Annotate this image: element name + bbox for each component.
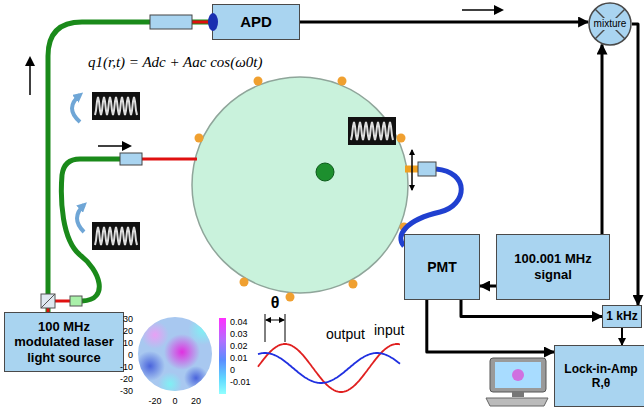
curved-arrow bbox=[72, 95, 80, 122]
node-text: APD bbox=[240, 13, 272, 31]
direction-arrow bbox=[29, 58, 31, 95]
output-wave bbox=[258, 353, 400, 383]
axis-tick: 10 bbox=[123, 339, 133, 348]
signal-wire bbox=[300, 21, 588, 24]
axis-tick: -10 bbox=[120, 363, 133, 372]
node-text: 100 MHz modulated laser light source bbox=[5, 319, 123, 366]
frequency-box: 1 kHz bbox=[602, 305, 642, 328]
waveform-inset bbox=[92, 222, 140, 250]
curved-arrow bbox=[77, 205, 84, 232]
axis-tick: 20 bbox=[123, 327, 133, 336]
phase-marker bbox=[265, 314, 266, 342]
axis-tick: 0 bbox=[172, 397, 177, 406]
laser-beam bbox=[55, 300, 70, 303]
signal-wire bbox=[632, 24, 638, 305]
fiber-coupler bbox=[120, 153, 142, 165]
node-text: 1 kHz bbox=[606, 309, 637, 323]
direction-arrow bbox=[98, 145, 130, 147]
mixer-circle: mixture bbox=[588, 2, 632, 46]
beam-splitter bbox=[41, 294, 55, 308]
modulation-wave bbox=[351, 122, 393, 140]
colorbar-tick: 0 bbox=[230, 366, 235, 375]
colorbar-tick: -0.01 bbox=[230, 378, 251, 387]
modulation-wave bbox=[95, 227, 137, 245]
axis-tick: -30 bbox=[120, 387, 133, 396]
signal-wire bbox=[621, 328, 623, 345]
axis-tick: -20 bbox=[120, 375, 133, 384]
axis-tick: 20 bbox=[191, 397, 201, 406]
colorbar-tick: 0.01 bbox=[230, 354, 248, 363]
beam-splitter bbox=[41, 294, 55, 308]
signal-wire bbox=[601, 45, 604, 235]
colorbar-tick: 0.02 bbox=[230, 342, 248, 351]
signal-wire bbox=[427, 300, 554, 352]
target-inclusion bbox=[316, 163, 334, 181]
phase-symbol: θ bbox=[271, 295, 280, 311]
signal-box: 100.001 MHz signal bbox=[496, 234, 610, 300]
direction-arrow bbox=[462, 9, 502, 11]
phase-arrow bbox=[266, 320, 284, 321]
node-text: 100.001 MHz signal bbox=[497, 251, 609, 282]
axis-tick: -20 bbox=[148, 397, 161, 406]
node-text: mixture bbox=[593, 18, 628, 30]
fiber-coupler bbox=[418, 162, 436, 176]
image-map bbox=[130, 310, 220, 400]
fiber-coupler bbox=[70, 296, 82, 306]
input-beam bbox=[142, 158, 197, 161]
detector-box: APD bbox=[212, 4, 300, 40]
signal-wire bbox=[480, 285, 496, 288]
detector-dots bbox=[195, 77, 409, 302]
scan-arrow bbox=[411, 150, 413, 190]
input-wave bbox=[258, 344, 400, 392]
modulation-wave bbox=[95, 97, 137, 115]
waveform-inset bbox=[92, 92, 140, 120]
fiber-coupler bbox=[150, 15, 192, 29]
source-box: 100 MHz modulated laser light source bbox=[4, 312, 124, 372]
colorbar-tick: 0.04 bbox=[230, 318, 248, 327]
sample-disc bbox=[192, 77, 408, 293]
phase-marker bbox=[285, 314, 286, 342]
wave-label: input bbox=[372, 323, 406, 337]
formula: q1(r,t) = Adc + Aac cos(ω0t) bbox=[88, 55, 262, 70]
node-text: Lock-in-Amp R,θ bbox=[555, 362, 644, 391]
axis-tick: 30 bbox=[123, 315, 133, 324]
waveform-insets bbox=[92, 92, 396, 250]
signal-wire bbox=[461, 300, 602, 317]
waveform-inset bbox=[348, 117, 396, 145]
photodiode-window bbox=[208, 13, 218, 31]
instrument-box: Lock-in-Amp R,θ bbox=[554, 345, 644, 407]
computer-icon bbox=[486, 358, 548, 406]
axis-tick: 0 bbox=[128, 351, 133, 360]
detector-box: PMT bbox=[404, 234, 480, 300]
node-text: PMT bbox=[427, 259, 457, 276]
colorbar-tick: 0.03 bbox=[230, 330, 248, 339]
color-bar bbox=[219, 318, 226, 394]
wave-label: output bbox=[324, 327, 367, 341]
